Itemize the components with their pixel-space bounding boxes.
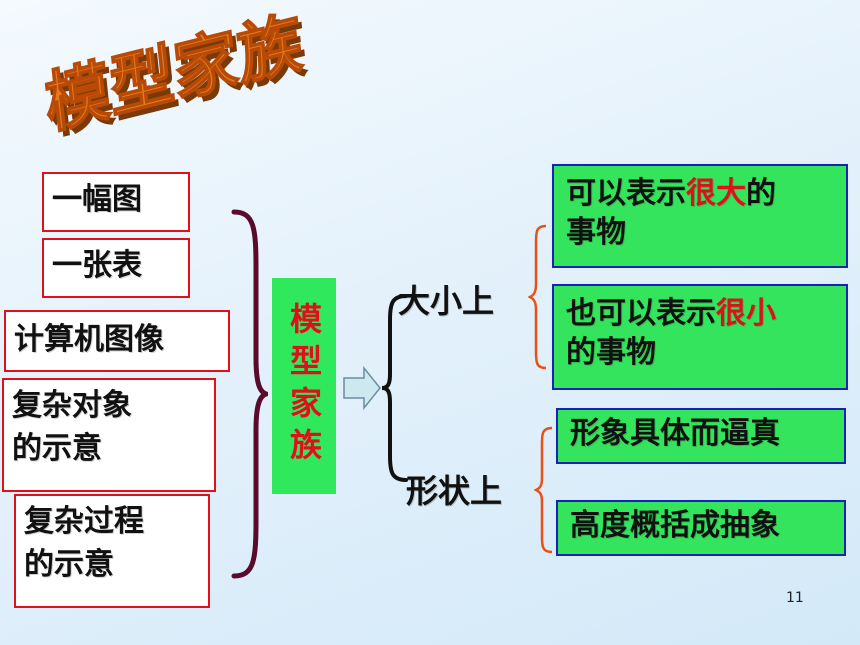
slide-title: 模型家族 模型家族 [30,1,330,160]
branch-shape: 形状上 [406,472,503,510]
right-brace [231,209,268,579]
left-item-complex-object: 复杂对象 的示意 [2,378,216,492]
box-very-large: 可以表示很大的 事物 [552,164,848,268]
left-item-complex-process: 复杂过程 的示意 [14,494,210,608]
left-item-table: 一张表 [42,238,190,298]
brace-size [528,224,547,370]
arrow-right-icon [343,365,381,411]
left-item-computer-image: 计算机图像 [4,310,230,372]
left-item-picture: 一幅图 [42,172,190,232]
middle-brace [381,294,408,482]
box-very-small: 也可以表示很小 的事物 [552,284,848,390]
center-model-family-box: 模型家族 [272,278,336,494]
brace-shape [534,426,553,554]
slide-title-text: 模型家族 [41,2,306,144]
box-concrete-realistic: 形象具体而逼真 [556,408,846,464]
page-number: 11 [786,590,804,606]
box-abstract: 高度概括成抽象 [556,500,846,556]
branch-size: 大小上 [398,282,495,320]
